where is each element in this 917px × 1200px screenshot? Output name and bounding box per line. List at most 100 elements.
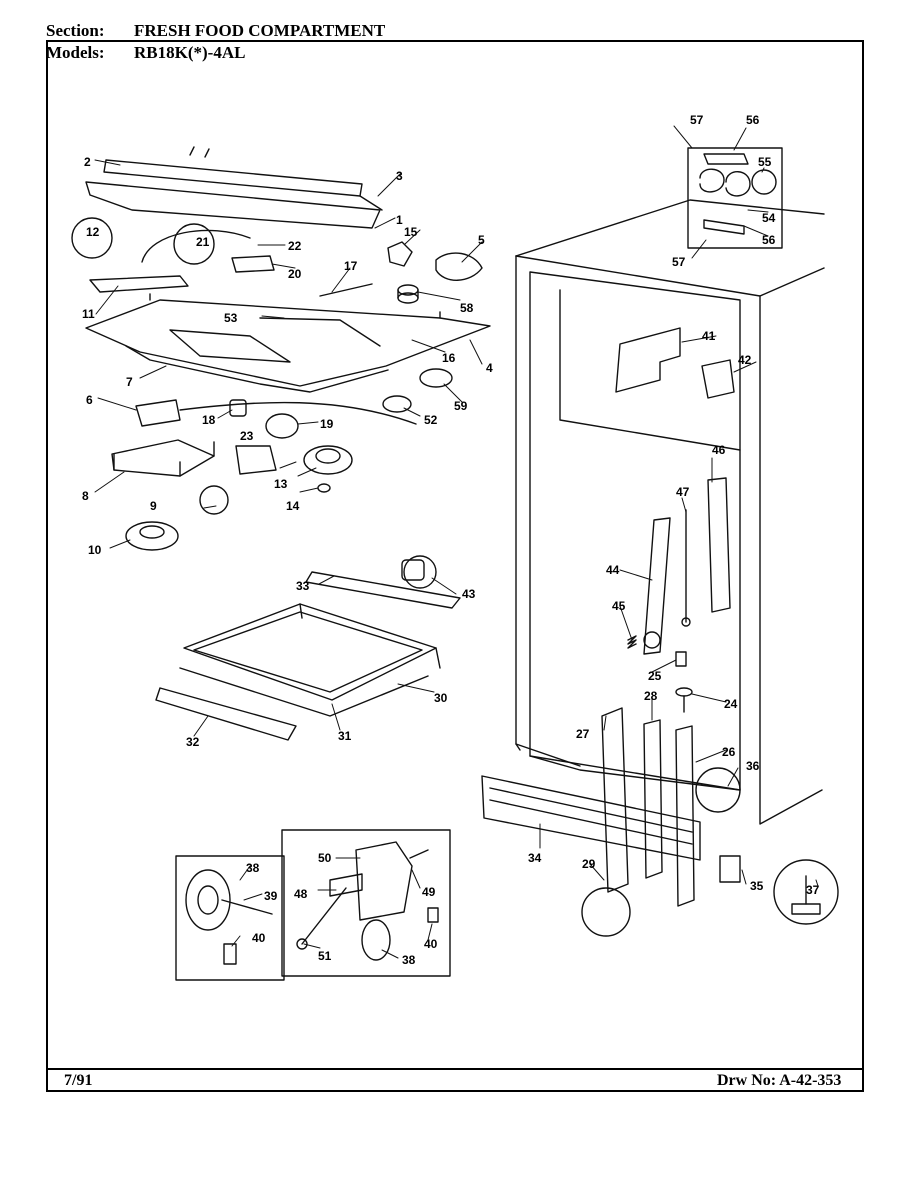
callout-37: 37 bbox=[806, 883, 820, 897]
models-label: Models: bbox=[46, 43, 105, 62]
callout-30: 30 bbox=[434, 691, 448, 705]
front-trim-part bbox=[85, 181, 381, 229]
callout-25: 25 bbox=[648, 669, 662, 683]
callout-52: 52 bbox=[424, 413, 438, 427]
callout-45: 45 bbox=[612, 599, 626, 613]
callout-43: 43 bbox=[462, 587, 476, 601]
cabinet-liner bbox=[481, 147, 839, 937]
roller-detail bbox=[175, 829, 451, 981]
plate-part bbox=[231, 255, 275, 273]
ring-part bbox=[382, 395, 412, 413]
bracket-part bbox=[89, 275, 189, 293]
screw-detail-circle bbox=[199, 485, 229, 515]
callout-15: 15 bbox=[404, 225, 418, 239]
callout-33: 33 bbox=[296, 579, 310, 593]
callout-9: 9 bbox=[150, 499, 157, 513]
callout-38-right: 38 bbox=[402, 953, 416, 967]
clip-part bbox=[719, 855, 741, 883]
callout-5: 5 bbox=[478, 233, 485, 247]
callout-2: 2 bbox=[84, 155, 91, 169]
screw-detail-circle bbox=[173, 223, 215, 265]
callout-6: 6 bbox=[86, 393, 93, 407]
channel-part bbox=[707, 477, 731, 613]
callout-28: 28 bbox=[644, 689, 658, 703]
light-shield-part bbox=[103, 159, 363, 197]
callout-58: 58 bbox=[460, 301, 474, 315]
fitting-part bbox=[701, 359, 735, 399]
callout-55: 55 bbox=[758, 155, 772, 169]
callout-31: 31 bbox=[338, 729, 352, 743]
control-box-part bbox=[111, 439, 215, 477]
callout-40-left: 40 bbox=[252, 931, 266, 945]
callout-21: 21 bbox=[196, 235, 210, 249]
leader-lines bbox=[94, 125, 819, 959]
clip-part bbox=[401, 559, 425, 581]
callout-7: 7 bbox=[126, 375, 133, 389]
pilaster-part bbox=[643, 719, 663, 879]
callout-23: 23 bbox=[240, 429, 254, 443]
callout-4: 4 bbox=[486, 361, 493, 375]
callout-8: 8 bbox=[82, 489, 89, 503]
callout-3: 3 bbox=[396, 169, 403, 183]
roller-bracket-part bbox=[355, 841, 413, 921]
control-knob-part bbox=[303, 445, 353, 475]
callout-labels: 2 3 1 15 5 22 20 17 53 58 16 4 11 7 6 18… bbox=[82, 113, 820, 967]
screw-detail-circle bbox=[71, 217, 113, 259]
callout-38-left: 38 bbox=[246, 861, 260, 875]
disc-part bbox=[419, 368, 453, 388]
callout-40-right: 40 bbox=[424, 937, 438, 951]
callout-13: 13 bbox=[274, 477, 288, 491]
callout-50: 50 bbox=[318, 851, 332, 865]
callout-42: 42 bbox=[738, 353, 752, 367]
control-housing-group bbox=[71, 146, 491, 551]
models-value: RB18K(*)-4AL bbox=[134, 43, 246, 62]
callout-48: 48 bbox=[294, 887, 308, 901]
callout-44: 44 bbox=[606, 563, 620, 577]
section-header: Section:FRESH FOOD COMPARTMENT bbox=[46, 22, 385, 40]
callout-17: 17 bbox=[344, 259, 358, 273]
section-title: FRESH FOOD COMPARTMENT bbox=[134, 21, 386, 40]
callout-27: 27 bbox=[576, 727, 590, 741]
callout-49: 49 bbox=[422, 885, 436, 899]
bracket-part bbox=[615, 327, 681, 393]
callout-34: 34 bbox=[528, 851, 542, 865]
callout-32: 32 bbox=[186, 735, 200, 749]
callout-36: 36 bbox=[746, 759, 760, 773]
shelf-trim-part bbox=[305, 571, 461, 609]
callout-57-top: 57 bbox=[690, 113, 704, 127]
callout-24: 24 bbox=[724, 697, 738, 711]
callout-56-bottom: 56 bbox=[762, 233, 776, 247]
light-bulb-part bbox=[265, 413, 299, 439]
footer-divider bbox=[46, 1068, 864, 1070]
callout-1: 1 bbox=[396, 213, 403, 227]
shelf-assembly bbox=[155, 555, 461, 741]
relay-part bbox=[235, 445, 277, 475]
callout-57-bottom: 57 bbox=[672, 255, 686, 269]
callout-35: 35 bbox=[750, 879, 764, 893]
callout-26: 26 bbox=[722, 745, 736, 759]
callout-53: 53 bbox=[224, 311, 238, 325]
callout-29: 29 bbox=[582, 857, 596, 871]
callout-56-top: 56 bbox=[746, 113, 760, 127]
detail-circle bbox=[581, 887, 631, 937]
callout-46: 46 bbox=[712, 443, 726, 457]
pilaster-part bbox=[601, 707, 629, 893]
damper-cover-part bbox=[435, 252, 483, 281]
roller-detail-box-right bbox=[281, 829, 451, 977]
pilaster-part bbox=[675, 725, 695, 907]
base-grille-part bbox=[481, 775, 701, 861]
roller-detail-box-left bbox=[175, 855, 285, 981]
footer-date: 7/91 bbox=[64, 1072, 93, 1089]
fitting-part bbox=[387, 241, 413, 267]
thermostat-knob-part bbox=[125, 521, 179, 551]
roller-wheel-part bbox=[361, 919, 391, 961]
callout-20: 20 bbox=[288, 267, 302, 281]
control-tray-part bbox=[85, 299, 491, 387]
callout-59: 59 bbox=[454, 399, 468, 413]
callout-12: 12 bbox=[86, 225, 100, 239]
drawing-number: Drw No: A-42-353 bbox=[717, 1072, 842, 1089]
lamp-socket-part bbox=[229, 399, 247, 417]
callout-47: 47 bbox=[676, 485, 690, 499]
shelf-front-trim-part bbox=[155, 687, 297, 741]
